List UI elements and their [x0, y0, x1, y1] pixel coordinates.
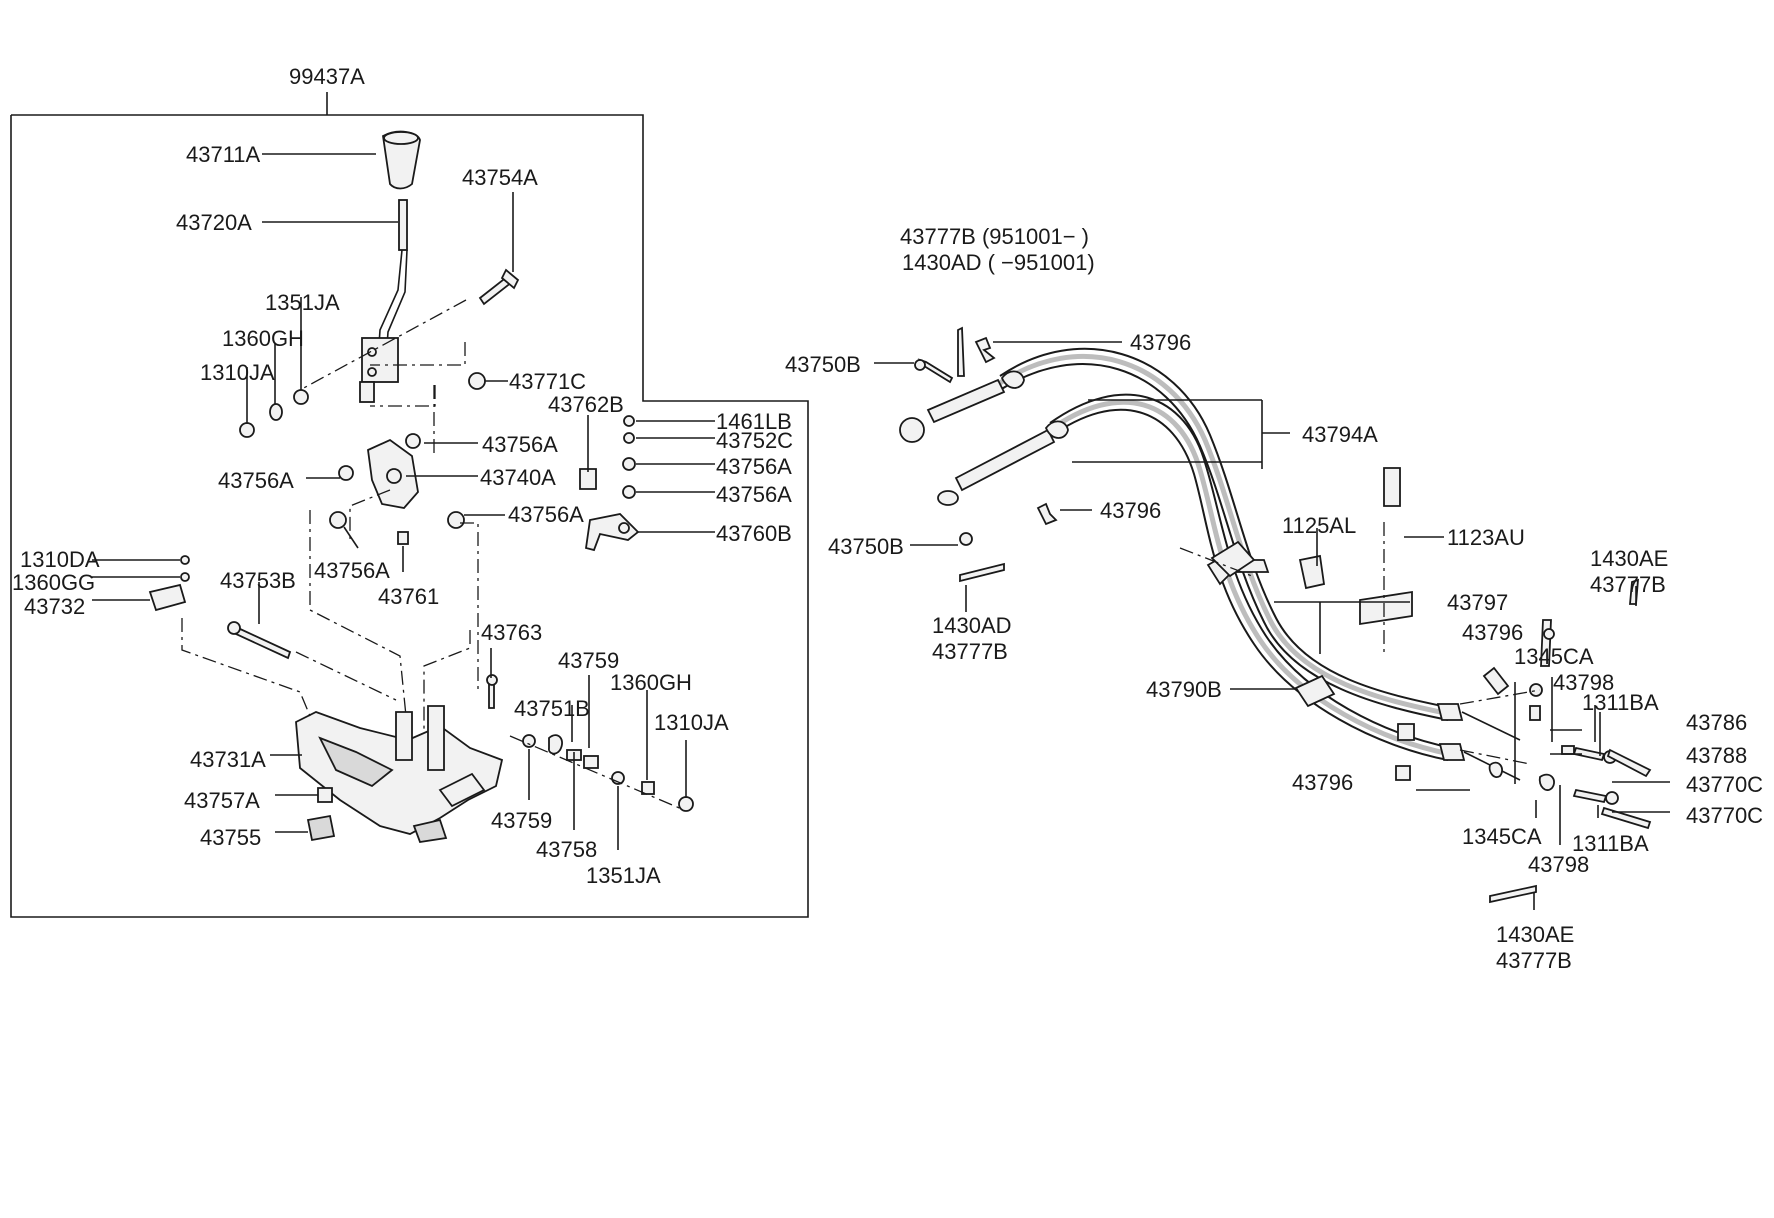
label-43777B-bot: 43777B: [1496, 948, 1572, 973]
label-43750B-a: 43750B: [785, 352, 861, 377]
part-labels: 99437A 43711A 43720A 43754A 1351JA 1360G…: [12, 64, 1763, 973]
label-43786: 43786: [1686, 710, 1747, 735]
label-43756A-1: 43756A: [482, 432, 558, 457]
label-1351JA-b: 1351JA: [586, 863, 661, 888]
bracket-43732-part: [148, 555, 190, 612]
label-43761: 43761: [378, 584, 439, 609]
label-1430AE-bot: 1430AE: [1496, 922, 1574, 947]
label-1360GG: 1360GG: [12, 570, 95, 595]
label-1310DA: 1310DA: [20, 547, 100, 572]
label-43770C-b: 43770C: [1686, 803, 1763, 828]
label-43720A: 43720A: [176, 210, 252, 235]
label-43759-b: 43759: [491, 808, 552, 833]
label-43757A: 43757A: [184, 788, 260, 813]
label-43753B: 43753B: [220, 568, 296, 593]
label-43758: 43758: [536, 837, 597, 862]
assembly-lines-left: [181, 299, 685, 811]
label-1345CA-a: 1345CA: [1514, 644, 1594, 669]
label-43777B-top: 43777B (951001− ): [900, 224, 1089, 249]
label-43796-a: 43796: [1130, 330, 1191, 355]
label-1125AL: 1125AL: [1282, 513, 1356, 538]
label-43740A: 43740A: [480, 465, 556, 490]
label-43751B: 43751B: [514, 696, 590, 721]
label-43763: 43763: [481, 620, 542, 645]
leader-lines: [92, 153, 1670, 910]
assembly-lines-right: [1179, 522, 1541, 765]
label-43756A-5: 43756A: [508, 502, 584, 527]
bushing-nut-parts: [239, 372, 636, 545]
label-43762B: 43762B: [548, 392, 624, 417]
label-43796-c: 43796: [1462, 620, 1523, 645]
bolt-43763-part: [486, 674, 498, 709]
label-1345CA-b: 1345CA: [1462, 824, 1542, 849]
bolt-43754a-part: [478, 268, 520, 306]
label-1430AD-b: 1430AD: [932, 613, 1012, 638]
label-43732: 43732: [24, 594, 85, 619]
label-43731A: 43731A: [190, 747, 266, 772]
label-43756A-6: 43756A: [314, 558, 390, 583]
label-1310JA-a: 1310JA: [200, 360, 275, 385]
label-43777B-b: 43777B: [932, 639, 1008, 664]
label-43756A-4: 43756A: [716, 482, 792, 507]
label-1310JA-b: 1310JA: [654, 710, 729, 735]
label-43755: 43755: [200, 825, 261, 850]
base-plate-43731a: [295, 705, 504, 844]
label-43796-d: 43796: [1292, 770, 1353, 795]
label-1360GH-a: 1360GH: [222, 326, 304, 351]
label-43756A-2: 43756A: [716, 454, 792, 479]
cable-small-parts: [914, 326, 1652, 904]
label-43760B: 43760B: [716, 521, 792, 546]
shift-knob-part: [382, 130, 421, 190]
label-43796-b: 43796: [1100, 498, 1161, 523]
label-43788: 43788: [1686, 743, 1747, 768]
label-43759-a: 43759: [558, 648, 619, 673]
label-43754A: 43754A: [462, 165, 538, 190]
label-43798-b: 43798: [1528, 852, 1589, 877]
label-1430AD-top: 1430AD ( −951001): [902, 250, 1095, 275]
label-43797: 43797: [1447, 590, 1508, 615]
label-99437A: 99437A: [289, 64, 365, 89]
label-43752C: 43752C: [716, 428, 793, 453]
label-1123AU: 1123AU: [1447, 525, 1525, 550]
label-43770C-a: 43770C: [1686, 772, 1763, 797]
cable-43794a: [899, 347, 1521, 781]
shift-lever-part: [359, 199, 408, 403]
label-43777B-r: 43777B: [1590, 572, 1666, 597]
label-1430AE-r: 1430AE: [1590, 546, 1668, 571]
label-1311BA-b: 1311BA: [1572, 831, 1649, 856]
label-43771C: 43771C: [509, 369, 586, 394]
label-43798-a: 43798: [1553, 670, 1614, 695]
assembly-box: [10, 92, 809, 918]
detent-lever-part: [584, 513, 640, 552]
label-1360GH-b: 1360GH: [610, 670, 692, 695]
label-1461LB: 1461LB: [716, 409, 792, 434]
label-43790B: 43790B: [1146, 677, 1222, 702]
label-1351JA-a: 1351JA: [265, 290, 340, 315]
label-1311BA-a: 1311BA: [1582, 690, 1659, 715]
label-43750B-b: 43750B: [828, 534, 904, 559]
label-43794A: 43794A: [1302, 422, 1378, 447]
label-43711A: 43711A: [186, 142, 261, 167]
lever-bracket-part: [367, 438, 419, 509]
bolt-43753b-part: [227, 621, 292, 660]
label-43756A-3: 43756A: [218, 468, 294, 493]
